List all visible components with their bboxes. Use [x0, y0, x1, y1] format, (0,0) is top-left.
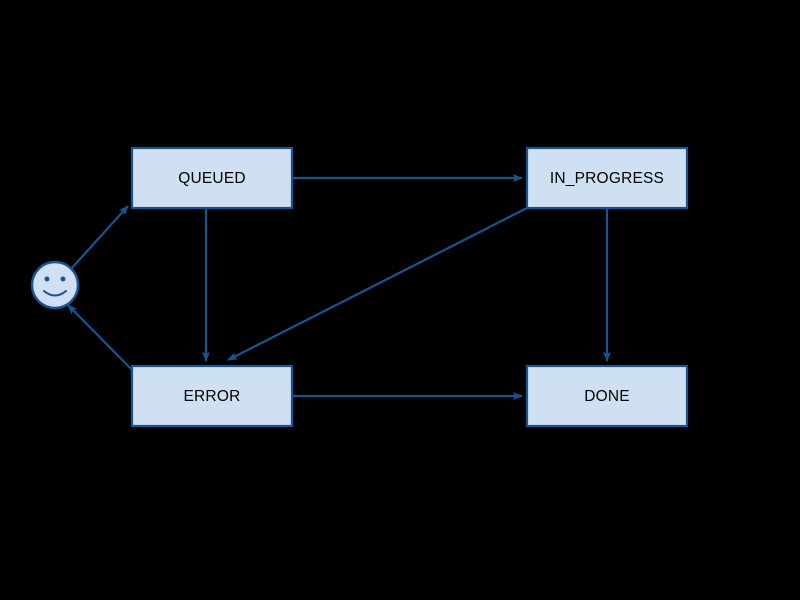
state-box-in-progress	[525, 146, 689, 210]
state-label-error: ERROR	[184, 388, 241, 405]
smiley-left-eye-icon	[44, 276, 50, 282]
edge-line-start-to-queued	[70, 205, 129, 270]
edge-start-to-queued	[70, 205, 129, 270]
state-label-in-progress: IN_PROGRESS	[550, 170, 664, 187]
state-box-error	[130, 364, 294, 428]
state-node-queued[interactable]: QUEUED	[130, 146, 294, 210]
edge-in-progress-to-error	[227, 207, 528, 361]
state-label-queued: QUEUED	[178, 170, 246, 187]
state-node-in-progress[interactable]: IN_PROGRESS	[525, 146, 689, 210]
state-node-done[interactable]: DONE	[525, 364, 689, 428]
edge-line-in-progress-to-error	[227, 207, 528, 361]
smiley-face-icon	[30, 260, 80, 310]
start-end-node[interactable]	[30, 260, 80, 310]
smiley-mouth-icon	[43, 290, 67, 297]
state-label-done: DONE	[584, 388, 630, 405]
edge-error-to-start	[67, 304, 141, 379]
state-box-queued	[130, 146, 294, 210]
state-box-done	[525, 364, 689, 428]
state-node-error[interactable]: ERROR	[130, 364, 294, 428]
smiley-right-eye-icon	[60, 276, 66, 282]
edge-line-error-to-start	[67, 304, 141, 379]
